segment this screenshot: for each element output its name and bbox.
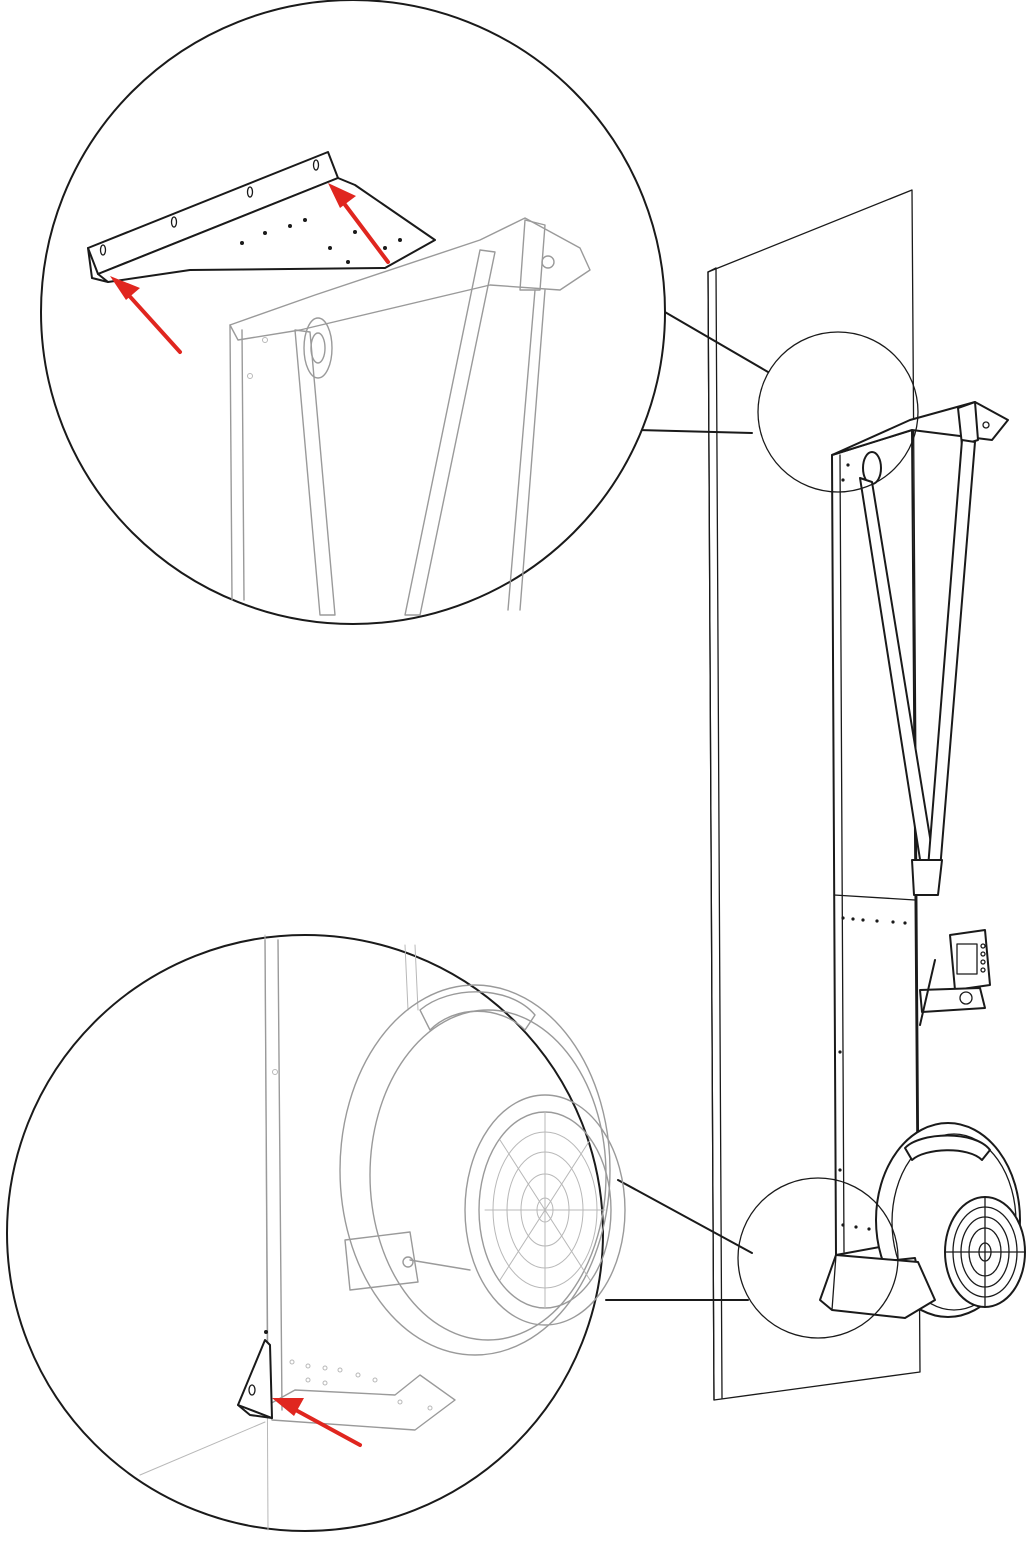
bottom-foot-detail: [6, 934, 626, 1532]
top-callout-marker: [757, 331, 919, 493]
top-bracket-arrow-left: [110, 276, 182, 354]
floor-foot: [237, 1330, 273, 1419]
ski-machine: [819, 401, 1026, 1319]
top-bracket-detail: [40, 0, 666, 625]
bottom-foot-arrow: [272, 1398, 362, 1447]
bottom-callout-marker: [737, 1177, 899, 1339]
top-bracket-arrow-right: [328, 183, 390, 264]
monitor: [919, 929, 991, 1026]
ghost-base: [267, 1374, 456, 1431]
ghost-flywheel: [339, 984, 626, 1356]
ghost-frame-top: [229, 217, 591, 616]
wall-bracket: [87, 151, 436, 283]
leader-lines: [605, 307, 769, 1301]
